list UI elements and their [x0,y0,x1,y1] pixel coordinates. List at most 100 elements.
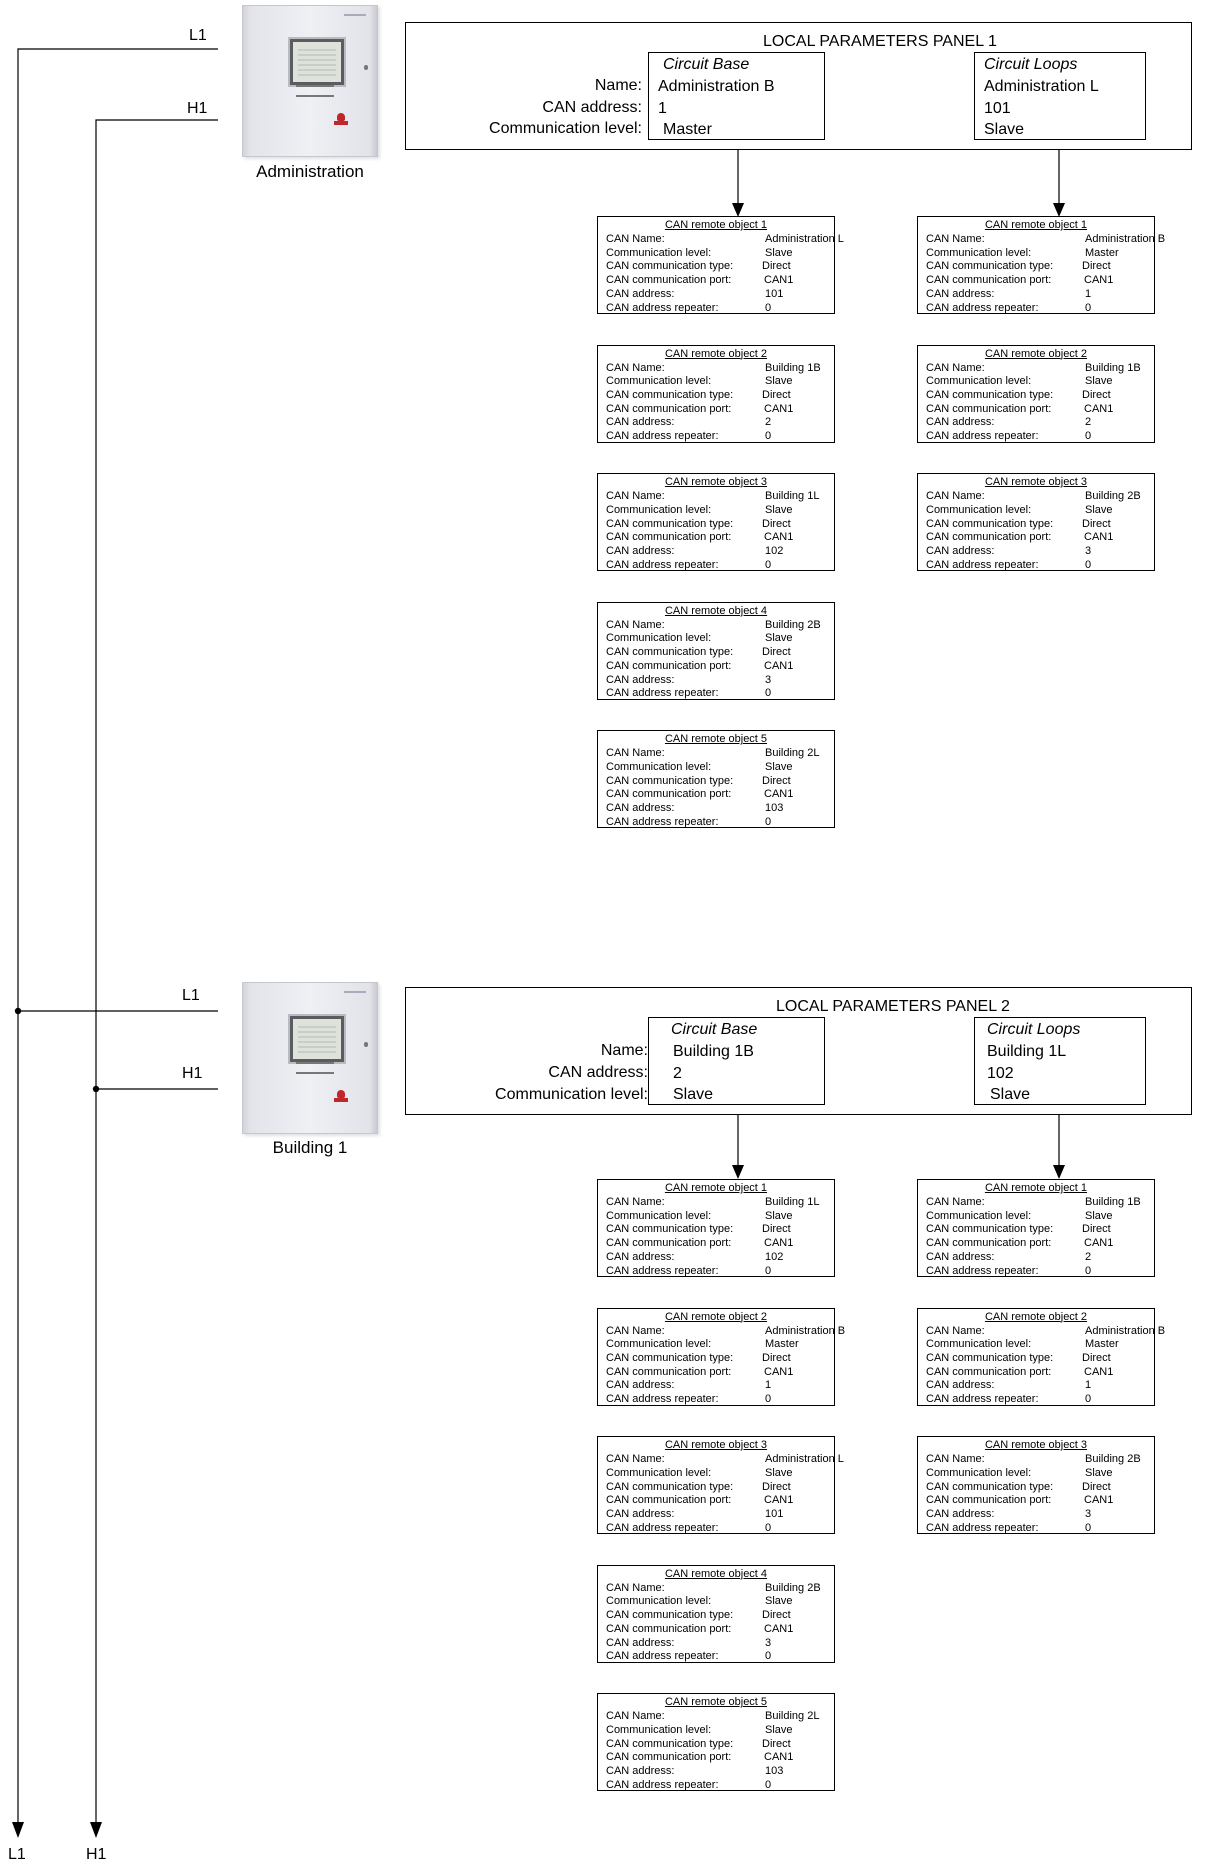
circuit-name: Administration L [984,78,1099,95]
panel-title: LOCAL PARAMETERS PANEL 1 [763,33,997,50]
field-label-communication-type: CAN communication type: [606,388,734,401]
field-value-communication-type: Direct [762,646,791,659]
field-value-communication-port: CAN1 [764,1494,794,1507]
field-label-communication-type: CAN communication type: [606,1609,734,1622]
circuit-base-box: Circuit Base Administration B 1 Master [648,52,825,140]
field-value-communication-level: Master [1085,246,1119,259]
field-value-communication-level: Slave [1085,375,1113,388]
field-label-communication-type: CAN communication type: [606,1223,734,1236]
field-value-can-name: Building 1B [1085,361,1141,374]
field-label-can-name: CAN Name: [606,747,665,760]
panel-title: LOCAL PARAMETERS PANEL 2 [776,998,1010,1015]
field-value-address-repeater: 0 [765,558,772,571]
can-remote-object-title: CAN remote object 2 [984,347,1088,360]
circuit-level: Slave [990,1086,1031,1103]
field-label-communication-type: CAN communication type: [606,260,734,273]
row-label-can-address: CAN address: [548,1064,648,1081]
field-label-communication-type: CAN communication type: [606,774,734,787]
field-label-can-address: CAN address: [926,1379,995,1392]
field-label-communication-level: Communication level: [926,1209,1032,1222]
field-label-communication-type: CAN communication type: [926,1223,1054,1236]
field-value-communication-type: Direct [1082,1480,1111,1493]
field-label-communication-type: CAN communication type: [926,388,1054,401]
can-remote-object-title: CAN remote object 1 [664,219,768,231]
field-value-can-address: 3 [1085,1507,1092,1520]
field-value-communication-level: Slave [765,632,793,645]
field-value-address-repeater: 0 [1085,430,1092,443]
field-value-address-repeater: 0 [765,1264,772,1277]
field-label-can-address: CAN address: [606,1636,675,1649]
field-label-can-address: CAN address: [926,1507,995,1520]
field-label-can-address: CAN address: [926,544,995,557]
field-label-address-repeater: CAN address repeater: [926,1264,1039,1277]
field-value-communication-port: CAN1 [764,1751,794,1764]
field-label-can-address: CAN address: [926,416,995,429]
field-label-address-repeater: CAN address repeater: [926,1521,1039,1534]
field-label-communication-type: CAN communication type: [606,1737,734,1750]
circuit-level: Slave [673,1086,714,1103]
field-label-communication-level: Communication level: [926,1338,1032,1351]
h1-label-panel-1: H1 [187,100,208,117]
field-value-communication-type: Direct [762,1351,791,1364]
field-label-communication-port: CAN communication port: [926,402,1052,415]
field-value-communication-level: Slave [765,761,793,774]
row-label-name: Name: [594,77,642,94]
field-value-communication-port: CAN1 [1084,1237,1114,1250]
field-value-communication-type: Direct [1082,1223,1111,1236]
field-label-can-name: CAN Name: [926,1324,985,1337]
h1-bus-arrow [90,1822,102,1838]
field-label-communication-port: CAN communication port: [606,1237,732,1250]
field-label-address-repeater: CAN address repeater: [606,687,719,700]
arrow-head [732,1165,744,1179]
can-remote-object-title: CAN remote object 4 [664,604,768,617]
can-remote-object-title: CAN remote object 3 [984,1439,1088,1452]
field-value-can-name: Building 1L [765,490,820,503]
field-label-communication-port: CAN communication port: [606,402,732,415]
field-label-communication-level: Communication level: [606,375,712,388]
row-label-communication-level: Communication level: [495,1086,648,1103]
fire-panel-device-image [242,5,378,157]
field-label-address-repeater: CAN address repeater: [606,815,719,828]
can-remote-object-title: CAN remote object 1 [664,1182,768,1194]
field-value-can-name: Administration B [765,1324,846,1337]
field-label-communication-type: CAN communication type: [926,517,1054,530]
circuit-base-box: Circuit Base Building 1B 2 Slave [648,1017,825,1105]
l1-label-bottom: L1 [8,1846,26,1863]
field-value-address-repeater: 0 [1085,558,1092,571]
h1-junction-dot [92,1085,100,1093]
field-value-can-name: Building 2L [765,747,820,760]
field-value-communication-level: Slave [765,1595,793,1608]
row-label-name: Name: [600,1042,648,1059]
field-value-address-repeater: 0 [765,687,772,700]
field-value-can-name: Administration L [765,1453,844,1466]
field-value-communication-type: Direct [1082,388,1111,401]
field-value-address-repeater: 0 [765,815,772,828]
can-remote-object-title: CAN remote object 2 [664,347,768,360]
row-label-can-address: CAN address: [542,99,642,116]
field-label-address-repeater: CAN address repeater: [606,1778,719,1791]
field-value-address-repeater: 0 [765,1778,772,1791]
field-label-can-address: CAN address: [606,416,675,429]
field-value-communication-port: CAN1 [764,788,794,801]
field-value-communication-level: Slave [1085,1466,1113,1479]
arrow-head [1053,203,1065,217]
field-label-communication-port: CAN communication port: [926,274,1052,287]
field-value-can-address: 2 [1085,416,1092,429]
circuit-address: 101 [984,100,1011,117]
circuit-name: Building 1L [987,1043,1067,1060]
arrow-head [1053,1165,1065,1179]
can-remote-object-title: CAN remote object 2 [664,1310,768,1323]
field-label-can-name: CAN Name: [606,490,665,503]
field-value-can-name: Building 1B [1085,1196,1141,1208]
field-label-can-address: CAN address: [926,1250,995,1263]
field-value-address-repeater: 0 [765,1521,772,1534]
field-value-communication-type: Direct [1082,1351,1111,1364]
brand-logo-icon [334,1090,348,1104]
